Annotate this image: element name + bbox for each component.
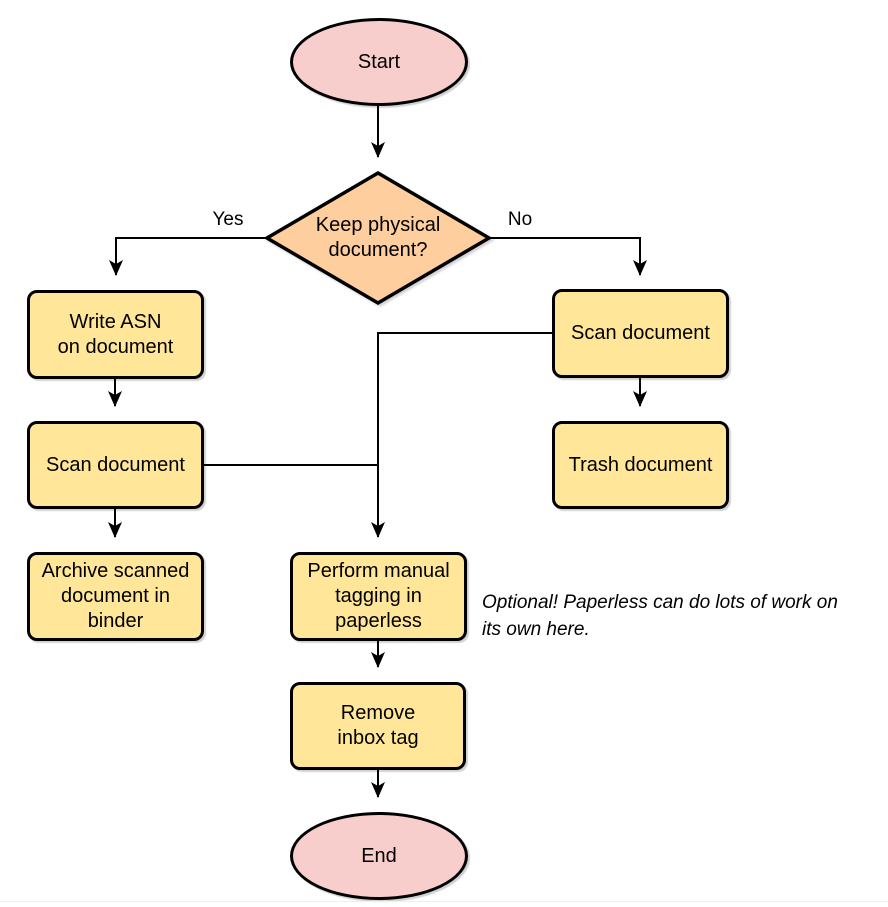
node-remove-inbox: Remove inbox tag bbox=[290, 682, 466, 770]
edge-decision-yes-to-write-asn bbox=[109, 237, 267, 276]
decision-diamond-shape bbox=[263, 170, 493, 306]
node-end-label: End bbox=[361, 844, 397, 867]
node-scan-left: Scan document bbox=[27, 421, 204, 509]
node-trash-label: Trash document bbox=[568, 453, 713, 476]
node-trash: Trash document bbox=[552, 421, 729, 509]
node-archive: Archive scanned document in binder bbox=[27, 552, 204, 641]
node-decision-label: Keep physical document? bbox=[315, 214, 441, 261]
edge-scan-right-to-tagging bbox=[371, 332, 552, 538]
node-end: End bbox=[290, 812, 468, 900]
node-scan-right: Scan document bbox=[552, 289, 729, 378]
node-scan-left-label: Scan document bbox=[46, 453, 185, 476]
node-scan-right-label: Scan document bbox=[571, 322, 710, 344]
node-start: Start bbox=[290, 18, 468, 106]
edge-label-yes: Yes bbox=[212, 209, 244, 230]
node-write-asn-label: Write ASN on document bbox=[57, 310, 174, 358]
bottom-hairline bbox=[0, 901, 888, 902]
edge-label-no: No bbox=[507, 209, 533, 230]
node-archive-label: Archive scanned document in binder bbox=[41, 560, 190, 632]
node-tagging-label: Perform manual tagging in paperless bbox=[307, 560, 450, 632]
node-remove-inbox-label: Remove inbox tag bbox=[337, 702, 419, 749]
node-tagging: Perform manual tagging in paperless bbox=[290, 552, 467, 641]
optional-annotation: Optional! Paperless can do lots of work … bbox=[482, 592, 838, 640]
edge-decision-no-to-scan-right bbox=[489, 237, 647, 276]
node-write-asn: Write ASN on document bbox=[27, 290, 204, 379]
node-start-label: Start bbox=[357, 50, 401, 73]
